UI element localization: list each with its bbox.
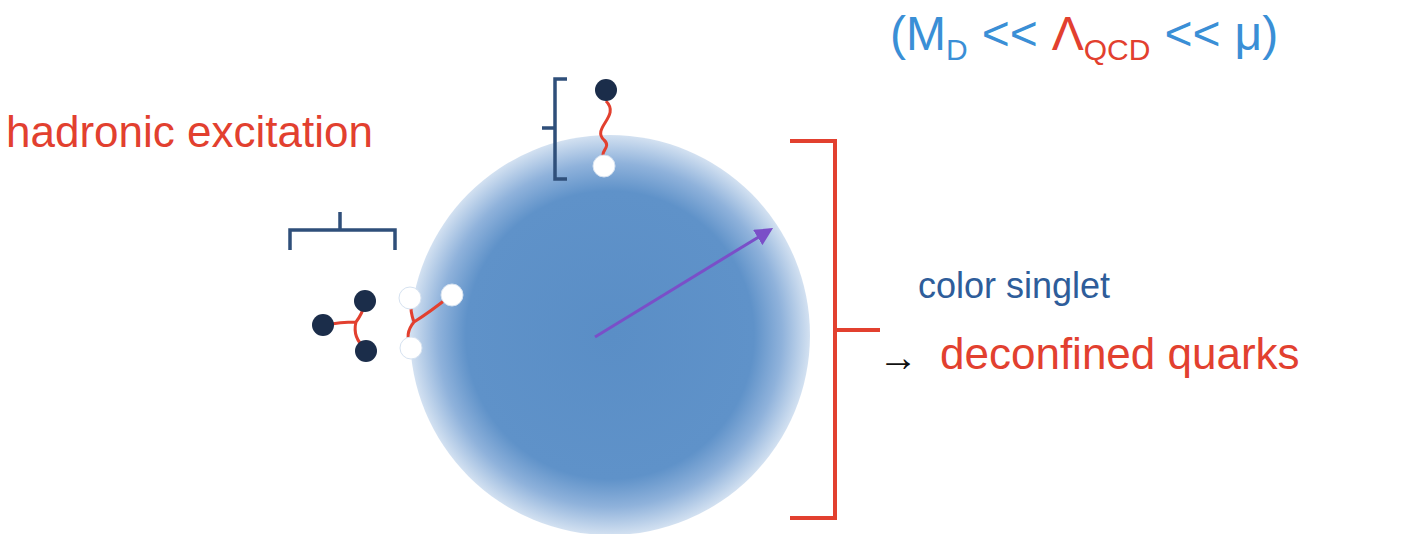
quark-dot bbox=[355, 340, 377, 362]
quark-dot bbox=[595, 79, 617, 101]
formula-subscript: D bbox=[946, 35, 968, 65]
note-label: color singlet bbox=[918, 268, 1110, 304]
formula-text: μ) bbox=[1235, 10, 1279, 58]
formula-text: (M bbox=[890, 10, 946, 58]
result-label: deconfined quarks bbox=[940, 332, 1300, 376]
radius-arrow bbox=[595, 230, 770, 337]
bracket bbox=[542, 79, 567, 179]
antiquark-dot bbox=[593, 155, 615, 177]
quark-matter-sphere bbox=[410, 135, 810, 534]
hadronic-label: hadronic excitation bbox=[6, 110, 373, 154]
formula-subscript: QCD bbox=[1084, 35, 1151, 65]
antiquark-dot bbox=[400, 337, 422, 359]
bracket bbox=[290, 212, 395, 250]
color-string bbox=[601, 101, 611, 157]
antiquark-dot bbox=[399, 287, 421, 309]
formula-text: Λ bbox=[1052, 10, 1084, 58]
formula-text: << bbox=[982, 10, 1038, 58]
quark-dot bbox=[312, 314, 334, 336]
antiquark-dot bbox=[441, 284, 463, 306]
formula-text: << bbox=[1164, 10, 1220, 58]
bracket bbox=[790, 141, 880, 518]
arrow-symbol: → bbox=[878, 337, 918, 377]
quark-dot bbox=[354, 290, 376, 312]
scale-hierarchy: (MD<<ΛQCD<<μ) bbox=[890, 10, 1278, 58]
